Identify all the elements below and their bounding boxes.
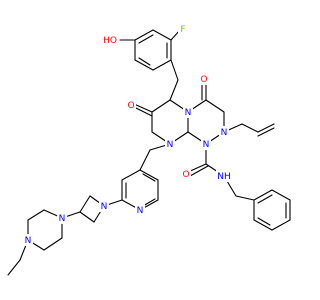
atom-oxygen-left: O	[127, 101, 134, 111]
atom-nitrogen-piperazine-bottom: N	[25, 236, 32, 246]
atom-nitrogen-azetidine: N	[101, 202, 108, 212]
atom-amide-nh: NH	[217, 172, 231, 182]
atom-nitrogen-ring-b: N	[203, 140, 210, 150]
bond-lines	[7, 29, 291, 276]
atom-fluorine: F	[180, 25, 185, 35]
atom-labels: HO F O O O N N N N NH N N N N	[23, 23, 232, 246]
atom-nitrogen-ring-a: N	[167, 140, 174, 150]
atom-nitrogen-pyridine: N	[137, 206, 144, 216]
molecule-structure: HO F O O O N N N N NH N N N N	[7, 23, 291, 276]
molecule-canvas: HO F O O O N N N N NH N N N N	[7, 23, 291, 276]
atom-nitrogen-piperazine-top: N	[59, 214, 66, 224]
atom-nitrogen-allyl: N	[221, 128, 228, 138]
atom-hydroxyl: HO	[103, 36, 117, 46]
atom-oxygen-amide: O	[182, 170, 189, 180]
atom-nitrogen-ring-c: N	[185, 108, 192, 118]
atom-oxygen-top: O	[200, 75, 207, 85]
